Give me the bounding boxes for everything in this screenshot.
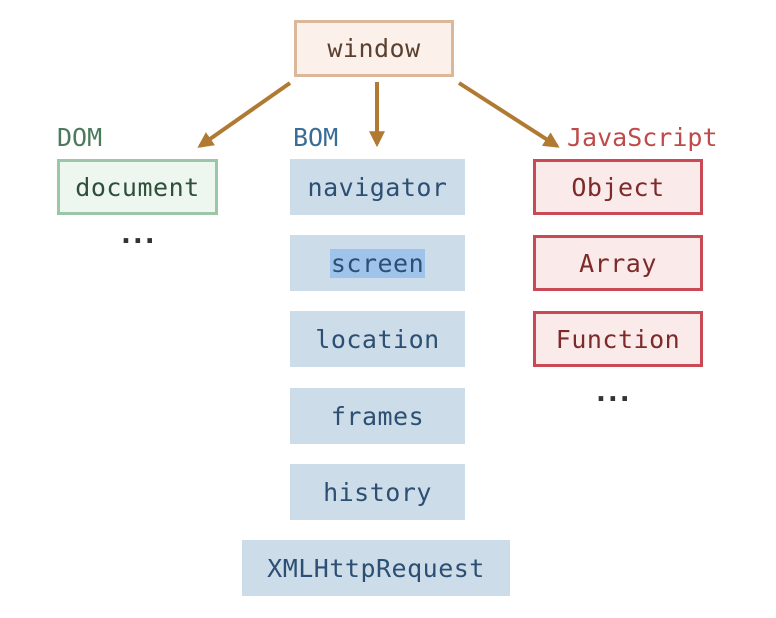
arrow-to-javascript: [457, 81, 560, 148]
bom-item-screen: screen: [290, 235, 465, 291]
javascript-item-label: Function: [555, 324, 681, 354]
dom-ellipsis: ...: [121, 220, 157, 250]
bom-item-label: navigator: [307, 172, 448, 202]
window-label: window: [327, 34, 421, 63]
bom-item-label: XMLHttpRequest: [267, 553, 485, 583]
dom-item-label: document: [75, 172, 200, 202]
bom-item-location: location: [290, 311, 465, 367]
bom-item-label-highlighted: screen: [329, 248, 426, 278]
dom-heading: DOM: [57, 123, 103, 152]
javascript-item-label: Array: [579, 248, 657, 278]
bom-heading: BOM: [293, 123, 339, 152]
javascript-ellipsis: ...: [596, 378, 632, 408]
javascript-item-array: Array: [533, 235, 703, 291]
javascript-item-function: Function: [533, 311, 703, 367]
dom-item-document: document: [57, 159, 218, 215]
arrow-to-dom: [197, 81, 292, 148]
bom-item-navigator: navigator: [290, 159, 465, 215]
bom-item-xmlhttprequest: XMLHttpRequest: [242, 540, 510, 596]
bom-item-history: history: [290, 464, 465, 520]
bom-item-frames: frames: [290, 388, 465, 444]
javascript-item-object: Object: [533, 159, 703, 215]
window-box: window: [294, 20, 454, 77]
bom-item-label: frames: [330, 401, 425, 431]
bom-item-label: location: [315, 324, 440, 354]
bom-item-label: history: [323, 477, 432, 507]
javascript-item-label: Object: [571, 172, 665, 202]
javascript-heading: JavaScript: [567, 123, 718, 152]
